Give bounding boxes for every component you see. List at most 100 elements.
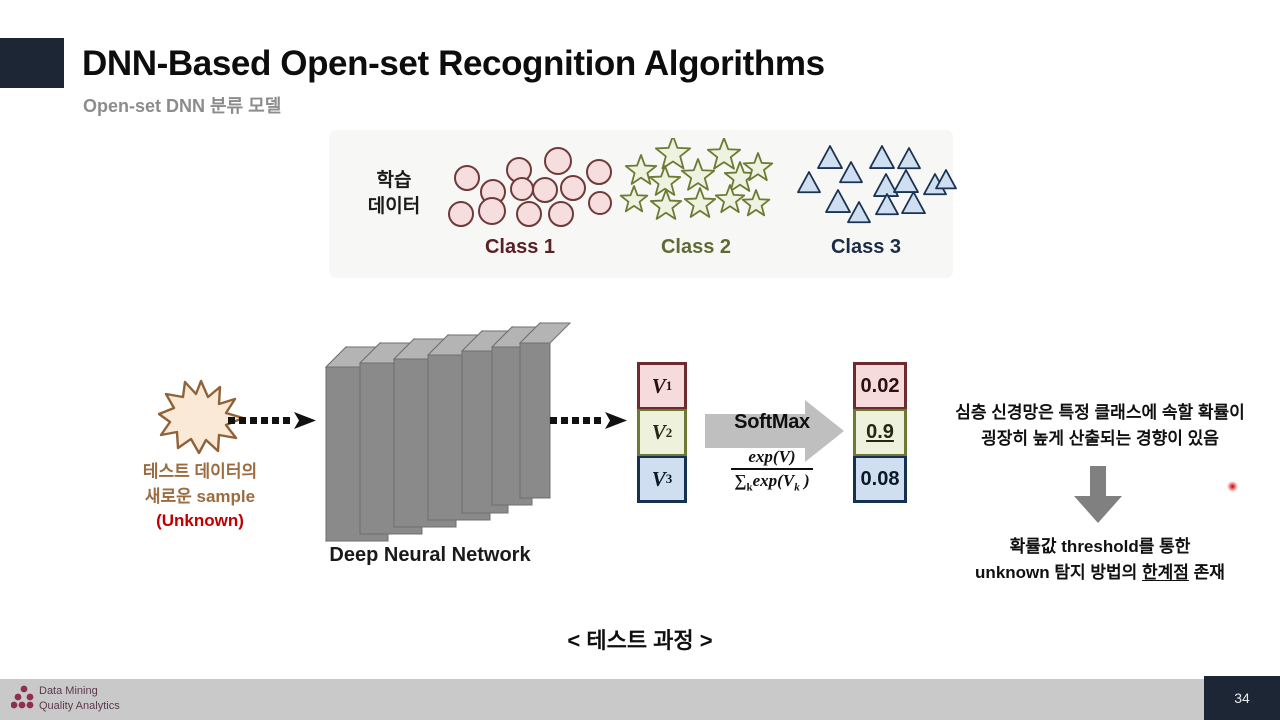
probability-box-class1: 0.02 — [853, 362, 907, 409]
class-3-shape-cluster — [790, 140, 958, 236]
class-3-data-point — [893, 169, 919, 193]
sum-symbol: ∑ — [734, 471, 747, 490]
test-sample-line1: 테스트 데이터의 — [142, 462, 258, 481]
class-3-data-point — [875, 193, 899, 216]
softmax-formula-denominator: ∑kexp(Vk ) — [731, 468, 813, 494]
class-3-data-point — [935, 169, 957, 190]
softmax-den-rest: exp(V — [752, 471, 795, 490]
softmax-den-vk: k — [794, 481, 800, 494]
probability-box-class2: 0.9 — [853, 409, 907, 456]
note-bottom-post: 존재 — [1188, 562, 1225, 582]
class-3-data-point — [817, 145, 843, 169]
note-bottom-line2: unknown 탐지 방법의 한계점 존재 — [925, 560, 1275, 586]
probability-value-class2: 0.9 — [866, 421, 894, 443]
note-bottom-emphasis: 한계점 — [1142, 562, 1189, 582]
training-data-label: 학습 데이터 — [355, 168, 433, 219]
test-sample-unknown-label: (Unknown) — [156, 511, 244, 531]
logit-sub-v1: 1 — [665, 378, 673, 393]
softmax-label: SoftMax — [734, 411, 810, 433]
class-2-data-point — [680, 158, 716, 191]
note-top-line1: 심층 신경망은 특정 클래스에 속할 확률이 — [955, 403, 1245, 422]
starburst-icon — [157, 378, 245, 459]
page-number-badge: 34 — [1204, 676, 1280, 720]
deep-neural-network-label: Deep Neural Network — [329, 544, 531, 566]
dotted-arrow-to-logits — [550, 410, 630, 437]
probability-value-class1: 0.02 — [860, 374, 900, 397]
laser-pointer-dot — [1227, 481, 1238, 492]
dmqa-logo-line1: Data Mining — [39, 685, 98, 697]
class-3-data-point — [825, 189, 851, 213]
test-sample-caption: 테스트 데이터의 새로운 sample (Unknown) — [95, 460, 305, 534]
class-2-data-point — [741, 189, 771, 217]
class-2-data-point — [648, 165, 682, 196]
class-3-shapes-svg — [797, 145, 957, 224]
probability-value-class3: 0.08 — [860, 467, 900, 490]
note-top-line2: 굉장히 높게 산출되는 경향이 있음 — [981, 428, 1219, 448]
test-sample-line2: 새로운 sample — [144, 486, 256, 506]
probability-box-class3: 0.08 — [853, 456, 907, 503]
class-1-shape-cluster — [444, 143, 612, 235]
class-1-data-point — [510, 177, 534, 201]
class-1-data-point — [548, 201, 574, 227]
class-1-data-point — [454, 165, 480, 191]
class-2-caption: Class 2 — [660, 236, 732, 258]
class-2-data-point — [654, 135, 692, 170]
class-3-caption: Class 3 — [830, 236, 902, 258]
class-1-caption: Class 1 — [484, 236, 556, 258]
title-accent-block — [0, 38, 64, 88]
softmax-arrow-icon — [705, 400, 845, 467]
class-3-data-point — [869, 145, 895, 169]
note-bottom-pre: unknown 탐지 방법의 — [975, 562, 1143, 582]
down-arrow-icon — [1072, 466, 1124, 529]
softmax-formula-numerator: exp(V) — [748, 447, 796, 466]
training-label-line2: 데이터 — [367, 195, 421, 217]
deep-neural-network-diagram — [312, 295, 572, 550]
class-2-data-point — [649, 189, 683, 220]
bottom-caption: < 테스트 과정 > — [567, 628, 713, 653]
dotted-arrow-to-network — [228, 410, 318, 437]
dmqa-logo-icon — [10, 684, 37, 717]
class-2-shape-cluster — [616, 135, 782, 236]
note-bottom: 확률값 threshold를 통한 unknown 탐지 방법의 한계점 존재 — [925, 534, 1275, 585]
class-1-data-point — [588, 191, 612, 215]
class-2-data-point — [624, 154, 658, 185]
page-number-value: 34 — [1234, 690, 1250, 706]
logit-label-v3: V — [651, 466, 666, 491]
page-title: DNN-Based Open-set Recognition Algorithm… — [82, 44, 825, 83]
logit-sub-v3: 3 — [665, 471, 673, 486]
class-1-data-point — [544, 147, 572, 175]
class-3-data-point — [797, 171, 821, 194]
class-3-data-point — [847, 201, 871, 224]
class-1-data-point — [560, 175, 586, 201]
sum-subscript: k — [746, 481, 753, 494]
page-subtitle: Open-set DNN 분류 모델 — [83, 96, 282, 116]
class-1-data-point — [448, 201, 474, 227]
class-2-data-point — [714, 184, 746, 214]
class-2-shapes-svg — [619, 135, 774, 220]
class-1-data-point — [532, 177, 558, 203]
note-top: 심층 신경망은 특정 클래스에 속할 확률이 굉장히 높게 산출되는 경향이 있… — [925, 400, 1275, 451]
class-2-data-point — [619, 185, 649, 213]
class-1-data-point — [586, 159, 612, 185]
class-2-data-point — [706, 137, 742, 170]
logit-sub-v2: 2 — [665, 424, 673, 440]
logit-label-v1: V — [651, 373, 666, 398]
class-3-data-point — [839, 161, 863, 184]
note-bottom-line1: 확률값 threshold를 통한 — [1009, 537, 1191, 556]
dmqa-logo-text: Data Mining Quality Analytics — [39, 684, 120, 714]
dmqa-logo-line2: Quality Analytics — [39, 699, 120, 712]
class-2-data-point — [683, 187, 717, 218]
class-1-data-point — [478, 197, 506, 225]
class-1-data-point — [516, 201, 542, 227]
footer-bar — [0, 679, 1280, 720]
probability-vector: 0.02 0.9 0.08 — [853, 362, 907, 503]
class-2-data-point — [742, 152, 774, 182]
training-label-line1: 학습 — [376, 170, 412, 191]
class-3-data-point — [897, 147, 921, 170]
logit-label-v2: V — [651, 420, 666, 444]
class-3-data-point — [901, 191, 926, 215]
